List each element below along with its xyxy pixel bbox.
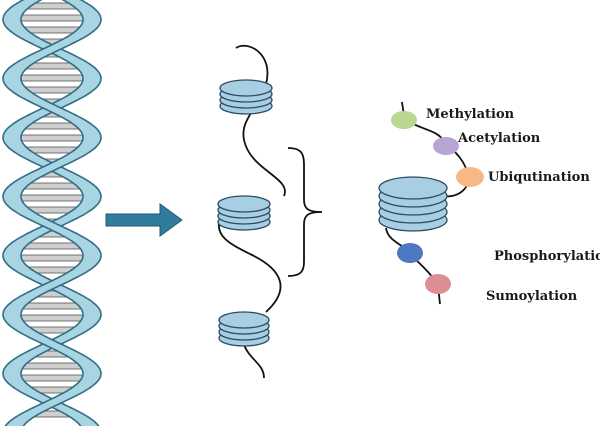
nucleosome-middle [217,195,271,231]
base-pair-rung [11,254,93,262]
acetylation-label: Acetylation [457,131,541,146]
base-pair-rung [11,194,93,202]
sumoylation-dot [425,274,451,294]
nucleosome-disc [218,311,270,329]
methylation-label: Methylation [426,107,515,122]
dna-strand-front [2,0,102,426]
phosphorylation-label: Phosphorylation [494,249,600,264]
phosphorylation-dot [397,243,423,263]
curly-brace [287,147,323,277]
methylation-dot [391,111,417,129]
modified-nucleosome: Methylation Acetylation Ubiqutination Ph… [378,101,600,305]
ubiquitination-label: Ubiqutination [488,170,590,185]
base-pair-rung [12,374,92,382]
acetylation-dot [433,137,459,155]
base-pair-rung [11,74,93,82]
chromatin-fiber [217,44,286,379]
base-pair-rung [12,314,92,322]
dna-double-helix [2,0,102,426]
nucleosome-bottom [218,311,270,347]
ubiquitination-dot [456,167,484,187]
base-pair-rung [11,14,93,22]
nucleosome-disc [378,176,448,200]
nucleosome-top [219,79,273,115]
base-pair-rung [11,134,93,142]
linker-dna [217,44,286,379]
nucleosome-disc [219,79,273,97]
transition-arrow [105,203,183,237]
histone-tail-top [401,101,469,198]
sumoylation-label: Sumoylation [486,289,578,304]
nucleosome-disc [217,195,271,213]
nucleosome-large [378,176,448,232]
